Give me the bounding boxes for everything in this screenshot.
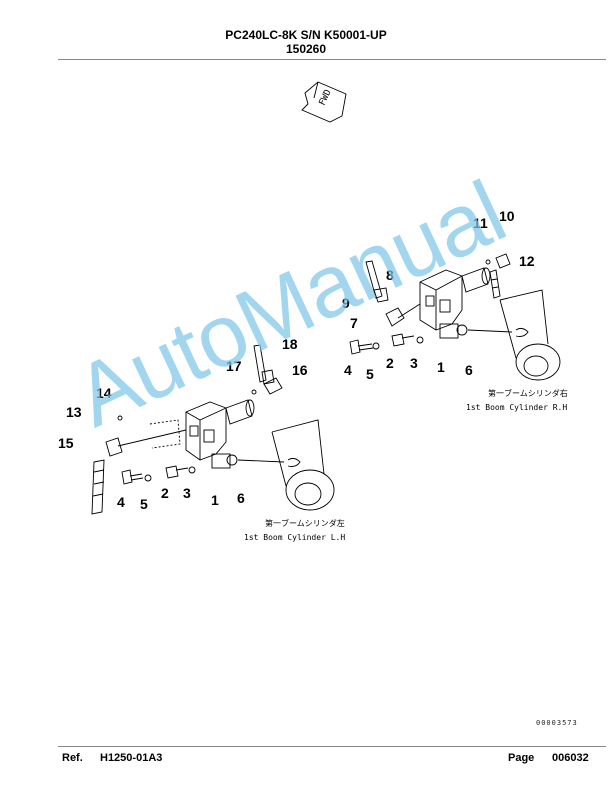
lh-cylinder-label-jp: 第一ブームシリンダ左	[265, 518, 345, 528]
footer-rule	[58, 746, 606, 747]
page-label: Page	[508, 752, 535, 764]
header-rule	[58, 59, 606, 60]
rh-cylinder-label-en: 1st Boom Cylinder R.H	[466, 403, 567, 412]
callout-10: 10	[499, 208, 515, 224]
lh-valve-assembly	[91, 344, 335, 515]
model-title: PC240LC-8K S/N K50001-UP	[225, 28, 387, 42]
figure-number: 150260	[285, 42, 327, 56]
lh-cylinder-label-en: 1st Boom Cylinder L.H	[244, 533, 345, 542]
page-value: 006032	[552, 752, 589, 764]
callout-2-lh: 2	[161, 485, 169, 501]
drawing-number: 00003573	[536, 719, 578, 727]
callout-14: 14	[96, 385, 112, 401]
callout-15: 15	[58, 435, 74, 451]
callout-12: 12	[519, 253, 535, 269]
callout-3-rh: 3	[410, 355, 418, 371]
callout-4-rh: 4	[344, 362, 352, 378]
callout-13: 13	[66, 404, 82, 420]
callout-5-rh: 5	[366, 366, 374, 382]
fwd-arrow-icon	[301, 81, 347, 123]
rh-cylinder-label-jp: 第一ブームシリンダ右	[488, 388, 568, 398]
callout-6-lh: 6	[237, 490, 245, 506]
callout-1-lh: 1	[211, 492, 219, 508]
callout-9: 9	[342, 295, 350, 311]
callout-11: 11	[473, 215, 488, 231]
callout-8: 8	[386, 267, 394, 283]
callout-5-lh: 5	[140, 496, 148, 512]
callout-4-lh: 4	[117, 494, 125, 510]
callout-3-lh: 3	[183, 485, 191, 501]
ref-value: H1250-01A3	[100, 752, 163, 764]
callout-7: 7	[350, 315, 358, 331]
callout-17: 17	[226, 358, 242, 374]
rh-valve-assembly	[349, 253, 561, 381]
ref-label: Ref.	[62, 752, 83, 764]
callout-18: 18	[282, 336, 298, 352]
callout-6-rh: 6	[465, 362, 473, 378]
fwd-label: FWD	[318, 88, 334, 107]
callout-1-rh: 1	[437, 359, 445, 375]
callout-16: 16	[292, 362, 308, 378]
callout-2-rh: 2	[386, 355, 394, 371]
